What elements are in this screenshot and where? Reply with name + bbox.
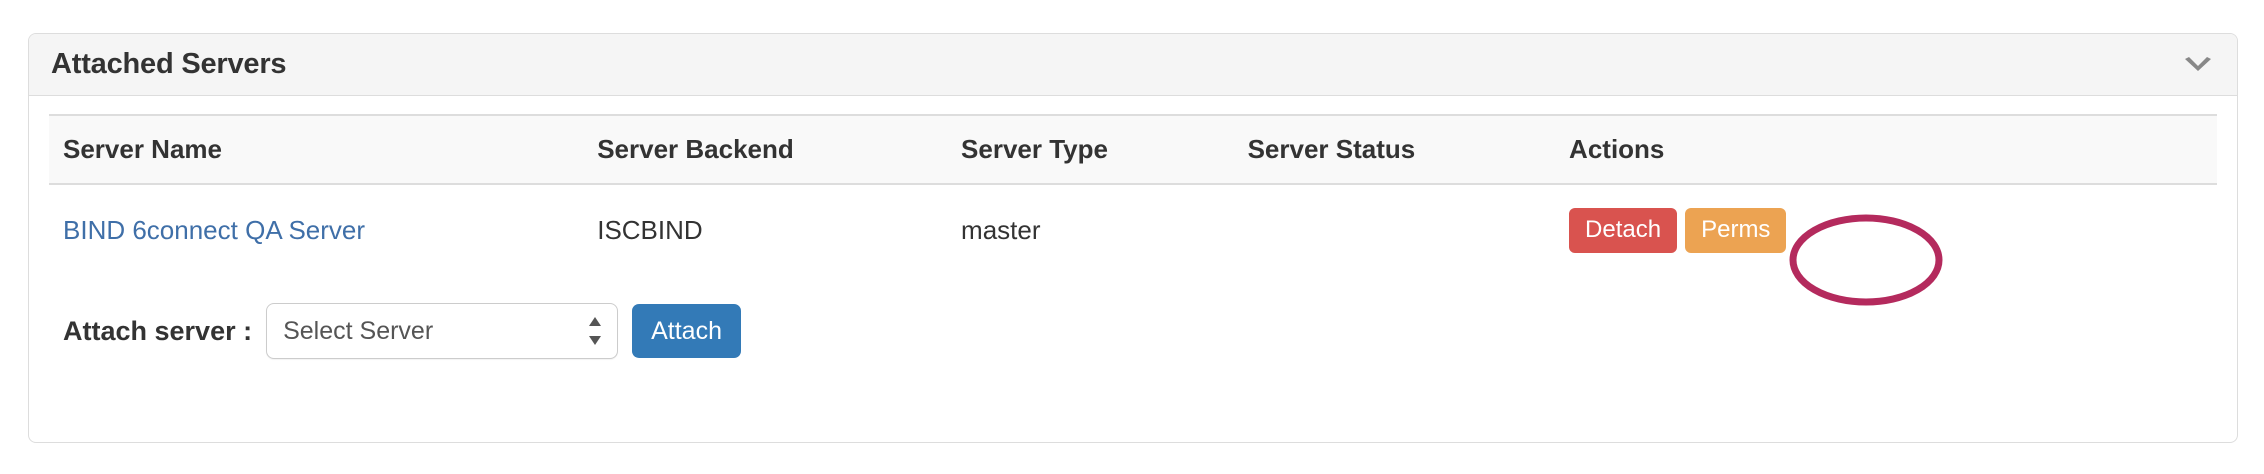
- chevron-down-icon: [2185, 56, 2211, 71]
- attach-server-label: Attach server :: [63, 315, 253, 346]
- server-select-value: Select Server: [283, 316, 434, 345]
- column-header-server-status: Server Status: [1247, 114, 1570, 185]
- panel-body: Server Name Server Backend Server Type S…: [29, 96, 2237, 379]
- page-title: Attached Servers: [51, 48, 287, 80]
- detach-button[interactable]: Detach: [1569, 207, 1678, 253]
- cell-server-type: master: [961, 214, 1041, 245]
- cell-server-name: BIND 6connect QA Server: [49, 184, 597, 277]
- column-header-server-backend: Server Backend: [597, 114, 962, 185]
- stepper-arrows-icon: [589, 317, 602, 345]
- panel-header: Attached Servers: [29, 34, 2237, 96]
- table-header-row: Server Name Server Backend Server Type S…: [49, 114, 2217, 185]
- column-header-actions: Actions: [1569, 114, 2217, 185]
- table-body: BIND 6connect QA Server ISCBIND master D…: [49, 184, 2217, 277]
- cell-server-status: [1248, 184, 1569, 277]
- table-head: Server Name Server Backend Server Type S…: [49, 114, 2217, 185]
- column-header-server-type: Server Type: [961, 114, 1248, 185]
- server-name-link[interactable]: BIND 6connect QA Server: [63, 214, 366, 245]
- attach-button-wrapper: Attach: [632, 304, 741, 358]
- perms-button[interactable]: Perms: [1685, 207, 1787, 253]
- row-action-buttons: Detach Perms: [1569, 207, 2217, 253]
- attached-servers-table: Server Name Server Backend Server Type S…: [49, 114, 2217, 277]
- cell-actions: Detach Perms: [1569, 184, 2217, 277]
- attach-button[interactable]: Attach: [632, 304, 741, 358]
- table-row: BIND 6connect QA Server ISCBIND master D…: [49, 184, 2217, 277]
- cell-server-backend: ISCBIND: [597, 214, 703, 245]
- attached-servers-panel: Attached Servers Server Name Server Back…: [28, 33, 2238, 443]
- collapse-toggle-button[interactable]: [2181, 48, 2215, 82]
- server-select[interactable]: Select Server: [266, 303, 619, 359]
- attach-server-form: Attach server : Select Server Attach: [49, 303, 2217, 359]
- column-header-server-name: Server Name: [49, 114, 598, 185]
